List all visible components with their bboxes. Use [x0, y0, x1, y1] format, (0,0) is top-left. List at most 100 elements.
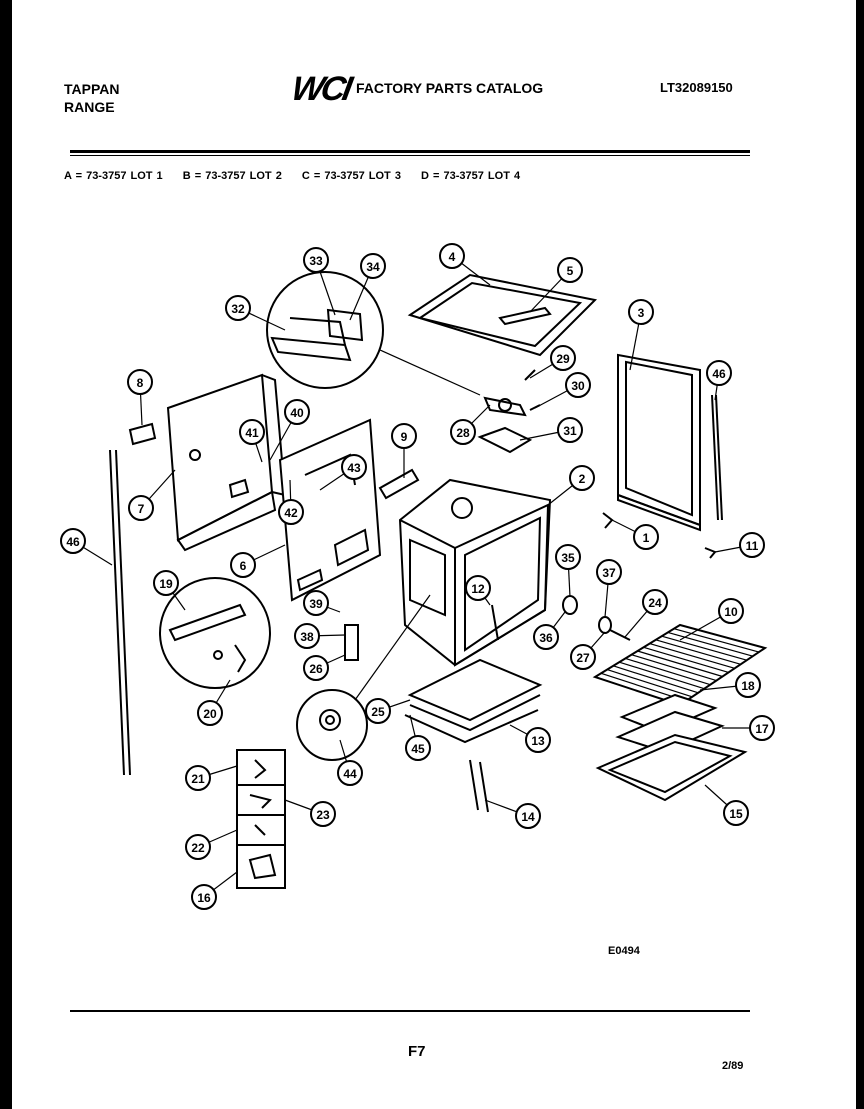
- callout-circle: [749, 715, 775, 741]
- callout-number: 17: [755, 722, 769, 736]
- callout-circle: [60, 528, 86, 554]
- catalog-title: FACTORY PARTS CATALOG: [356, 80, 544, 96]
- callout-number: 10: [724, 605, 738, 619]
- side-panel-right: [617, 353, 723, 532]
- callout-circle: [515, 803, 541, 829]
- callout-circle: [225, 295, 251, 321]
- callout-number: 44: [343, 767, 357, 781]
- callout-40: 40: [284, 399, 310, 425]
- storage-drawer: [404, 658, 543, 744]
- callout-number: 41: [245, 426, 259, 440]
- callout-37: 37: [596, 559, 622, 585]
- callout-circle: [239, 419, 265, 445]
- rack-wire: [643, 646, 729, 674]
- callout-number: 40: [290, 406, 304, 420]
- rack-wire: [661, 635, 747, 661]
- rack-wire: [655, 639, 741, 665]
- callout-9: 9: [391, 423, 417, 449]
- callout-circle: [596, 559, 622, 585]
- callout-28: 28: [450, 419, 476, 445]
- callout-13: 13: [525, 727, 551, 753]
- valve-assembly: [477, 369, 541, 454]
- product-type: RANGE: [64, 99, 115, 115]
- lot-legend: A = 73-3757 LOT 1 B = 73-3757 LOT 2 C = …: [64, 170, 536, 182]
- callout-circle: [303, 590, 329, 616]
- brand-name: TAPPAN: [64, 81, 120, 97]
- lot-a: A = 73-3757 LOT 1: [64, 170, 163, 182]
- callout-number: 30: [571, 379, 585, 393]
- callout-circle: [723, 800, 749, 826]
- callout-number: 11: [746, 539, 759, 553]
- detail-ignitor-circle: [159, 577, 271, 689]
- callout-circle: [337, 760, 363, 786]
- page-number: F7: [408, 1043, 426, 1060]
- callout-26: 26: [303, 655, 329, 681]
- callout-circle: [303, 247, 329, 273]
- callout-number: 35: [561, 551, 575, 565]
- callout-43: 43: [341, 454, 367, 480]
- callout-circle: [185, 834, 211, 860]
- callout-39: 39: [303, 590, 329, 616]
- callout-5: 5: [557, 257, 583, 283]
- callout-number: 6: [240, 559, 247, 573]
- callout-number: 39: [309, 597, 323, 611]
- callout-19: 19: [153, 570, 179, 596]
- callout-circle: [127, 369, 153, 395]
- callout-46: 46: [706, 360, 732, 386]
- callout-number: 38: [300, 630, 314, 644]
- callout-circle: [365, 698, 391, 724]
- callout-number: 32: [231, 302, 245, 316]
- callout-27: 27: [570, 644, 596, 670]
- callout-number: 12: [471, 582, 485, 596]
- callout-circle: [525, 727, 551, 753]
- callout-circle: [128, 495, 154, 521]
- detail-knob-circle: [296, 594, 431, 761]
- rack-wire: [606, 669, 693, 698]
- callout-23: 23: [310, 801, 336, 827]
- callout-circle: [360, 253, 386, 279]
- callout-circle: [303, 655, 329, 681]
- callout-number: 13: [531, 734, 545, 748]
- callout-2: 2: [569, 465, 595, 491]
- callout-number: 34: [366, 260, 380, 274]
- hardware-packets: [236, 749, 286, 889]
- callout-number: 28: [456, 426, 470, 440]
- callout-34: 34: [360, 253, 386, 279]
- callout-circle: [718, 598, 744, 624]
- callout-number: 25: [371, 705, 385, 719]
- callout-circle: [550, 345, 576, 371]
- rack-wire: [649, 642, 735, 669]
- callout-number: 14: [521, 810, 535, 824]
- callout-circle: [569, 465, 595, 491]
- callout-22: 22: [185, 834, 211, 860]
- callout-number: 43: [347, 461, 361, 475]
- brand-block: TAPPAN RANGE: [64, 80, 119, 116]
- callout-number: 42: [284, 506, 298, 520]
- callout-31: 31: [557, 417, 583, 443]
- callout-number: 20: [203, 707, 217, 721]
- callout-circle: [555, 544, 581, 570]
- callout-circle: [278, 499, 304, 525]
- callout-circle: [191, 884, 217, 910]
- rack-wire: [673, 628, 760, 653]
- lot-b: B = 73-3757 LOT 2: [182, 170, 282, 182]
- callout-circle: [628, 299, 654, 325]
- callout-circle: [450, 419, 476, 445]
- callout-circle: [642, 589, 668, 615]
- callout-circle: [310, 801, 336, 827]
- callout-number: 23: [316, 808, 330, 822]
- callout-number: 1: [643, 531, 650, 545]
- callout-number: 19: [159, 577, 173, 591]
- callout-41: 41: [239, 419, 265, 445]
- callout-45: 45: [405, 735, 431, 761]
- callout-circle: [185, 765, 211, 791]
- callout-number: 3: [638, 306, 645, 320]
- callout-circle: [197, 700, 223, 726]
- callout-42: 42: [278, 499, 304, 525]
- callout-circle: [735, 672, 761, 698]
- callout-circle: [633, 524, 659, 550]
- callout-15: 15: [723, 800, 749, 826]
- callout-11: 11: [739, 532, 765, 558]
- back-panel-left: [166, 373, 287, 552]
